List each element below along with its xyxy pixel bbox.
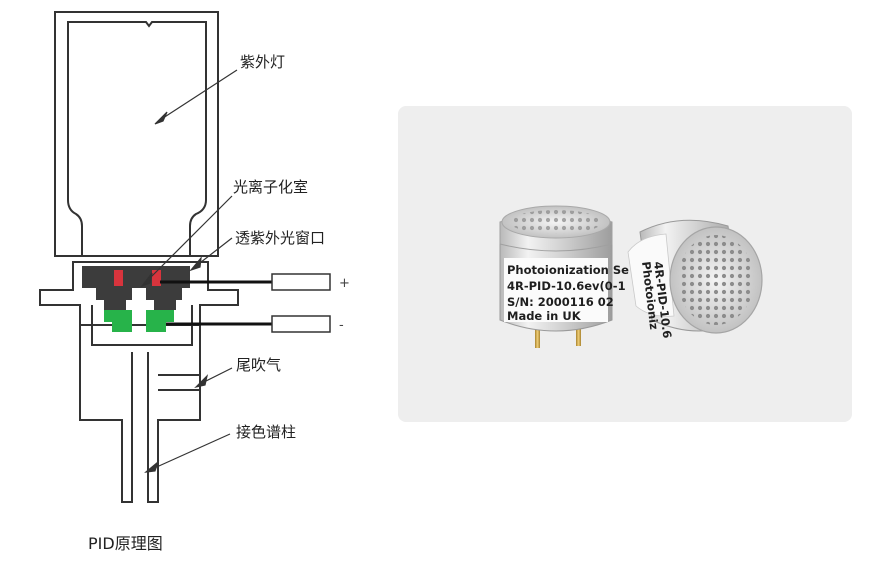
label-tail-gas: 尾吹气 — [236, 356, 281, 374]
chamber-internals: + - — [82, 266, 350, 333]
electrode-green-left — [104, 310, 132, 332]
photo-panel — [398, 106, 852, 422]
arrow-tail-gas — [194, 374, 209, 389]
arrow-uv-window — [189, 256, 202, 272]
lower-body — [79, 325, 201, 503]
label-to-column: 接色谱柱 — [236, 423, 296, 441]
sensor-print-line3: S/N: 2000116 02 — [507, 295, 614, 309]
negative-terminal — [271, 315, 331, 333]
electrode-upper-left — [96, 288, 132, 310]
electrode-upper-right — [146, 288, 182, 310]
sensor-front-pin-right — [576, 328, 581, 346]
uv-window-glass-left — [114, 270, 123, 286]
leader-lines — [140, 69, 238, 473]
sensor-tilted-label — [627, 233, 675, 317]
label-uv-lamp: 紫外灯 — [240, 53, 285, 71]
uv-window-seal — [82, 266, 190, 288]
sensor-tilted: Photoioniz 4R-PID-10.6 — [627, 219, 763, 339]
label-uv-window: 透紫外光窗口 — [235, 229, 325, 247]
sensor-front-label — [504, 258, 608, 322]
uv-window-glass-right — [152, 270, 161, 286]
body-flange — [39, 261, 239, 326]
leader-to-column — [149, 433, 231, 471]
diagram-caption: PID原理图 — [88, 534, 163, 553]
lamp-housing-outline — [54, 11, 219, 257]
positive-sign: + — [339, 276, 350, 291]
leader-ionization-chamber — [145, 195, 233, 283]
sensor-front-pin-left — [535, 328, 540, 348]
arrow-uv-lamp — [154, 111, 168, 125]
label-ionization-chamber: 光离子化室 — [233, 178, 308, 196]
sensor-front: Photoionization Se 4R-PID-10.6ev(0-1 S/N… — [499, 205, 629, 348]
sensor-front-holes — [510, 210, 602, 234]
leader-uv-lamp — [159, 69, 238, 121]
sensor-print-line4: Made in UK — [507, 309, 582, 323]
leader-uv-window — [195, 237, 233, 267]
positive-terminal — [271, 273, 331, 291]
negative-sign: - — [339, 318, 344, 333]
pid-schematic — [39, 11, 239, 503]
arrow-ionization-chamber — [140, 272, 153, 288]
sensor-tilted-holes — [678, 235, 754, 325]
sensor-print-line1: Photoionization Se — [507, 263, 629, 277]
electrode-green-right — [146, 310, 174, 332]
arrow-to-column — [144, 460, 160, 473]
makeup-gas-port — [158, 374, 201, 391]
uv-lamp-bulb — [67, 21, 207, 257]
sensor-print-line2: 4R-PID-10.6ev(0-1 — [507, 279, 626, 293]
